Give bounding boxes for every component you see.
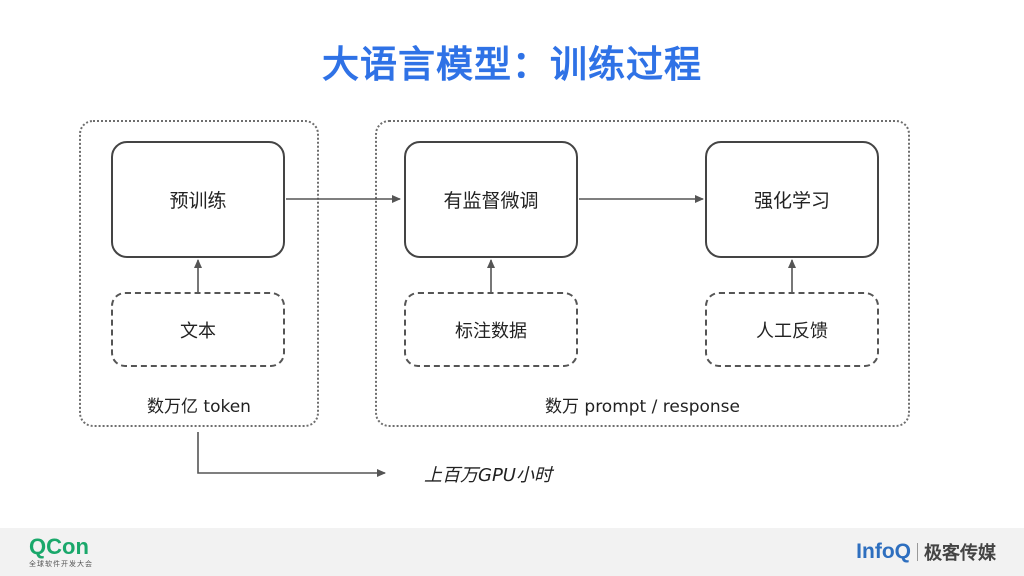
input-text: 文本 bbox=[111, 292, 285, 367]
stage-sft-label: 有监督微调 bbox=[443, 190, 539, 212]
infoq-logo-text: InfoQ bbox=[856, 540, 911, 563]
finetune-group-label: 数万 prompt / response bbox=[545, 397, 740, 417]
finetune-group bbox=[375, 120, 910, 427]
input-text-label: 文本 bbox=[180, 320, 216, 342]
qcon-logo: QCon 全球软件开发大会 bbox=[29, 536, 93, 569]
input-human-feedback-label: 人工反馈 bbox=[756, 320, 828, 342]
arrow-gpu-hours bbox=[197, 432, 386, 477]
input-human-feedback: 人工反馈 bbox=[705, 292, 879, 367]
qcon-logo-text: QCon bbox=[29, 534, 89, 559]
gpu-hours-note: 上百万GPU小时 bbox=[424, 465, 552, 486]
page-title: 大语言模型：训练过程 bbox=[322, 43, 702, 86]
stage-rl-label: 强化学习 bbox=[753, 190, 830, 212]
input-labeled-data: 标注数据 bbox=[404, 292, 578, 367]
infoq-logo-cn: 极客传媒 bbox=[924, 543, 996, 564]
input-labeled-data-label: 标注数据 bbox=[455, 320, 527, 342]
pretrain-group bbox=[79, 120, 319, 427]
stage-sft: 有监督微调 bbox=[404, 141, 578, 258]
infoq-logo: InfoQ 极客传媒 bbox=[856, 539, 996, 565]
stage-pretrain: 预训练 bbox=[111, 141, 285, 258]
pretrain-group-label: 数万亿 token bbox=[147, 397, 251, 417]
qcon-logo-subtitle: 全球软件开发大会 bbox=[29, 560, 93, 568]
stage-pretrain-label: 预训练 bbox=[169, 190, 227, 212]
footer-bar: QCon 全球软件开发大会 InfoQ 极客传媒 bbox=[0, 528, 1024, 576]
stage-rl: 强化学习 bbox=[705, 141, 879, 258]
logo-divider bbox=[917, 543, 918, 561]
